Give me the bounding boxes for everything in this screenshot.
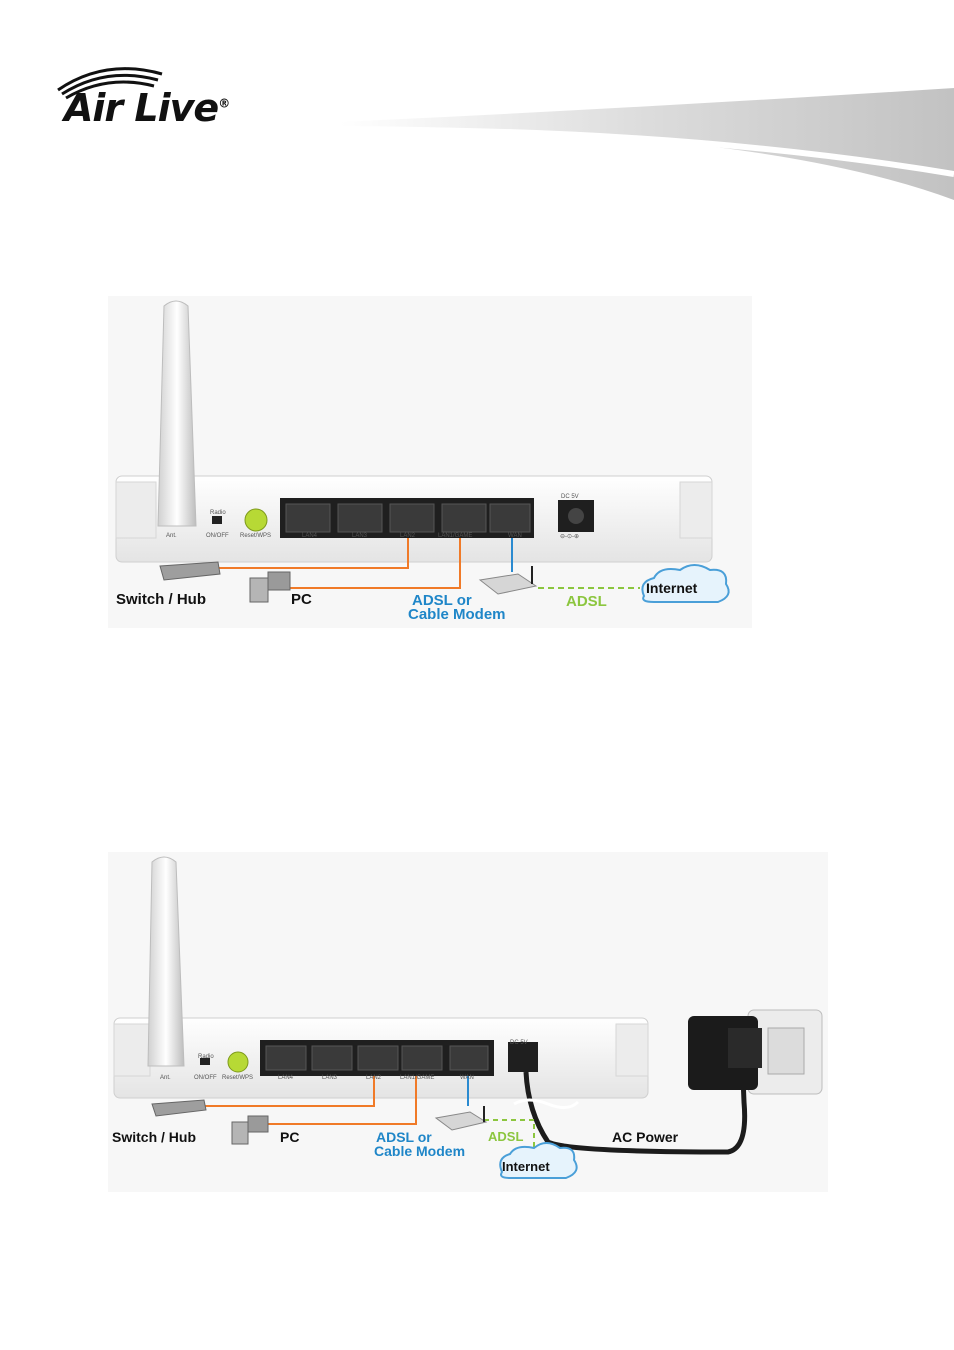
wan-label: WAN bbox=[508, 533, 522, 539]
brand-logo: Air Live® bbox=[64, 86, 230, 130]
pc-label-2: PC bbox=[280, 1129, 300, 1145]
antenna-port-label: Ant. bbox=[166, 533, 177, 539]
lan2-label-2: LAN2 bbox=[366, 1075, 382, 1081]
lan4-label-2: LAN4 bbox=[278, 1075, 294, 1081]
modem-label-2-line1: ADSL or bbox=[376, 1129, 432, 1145]
pc-label: PC bbox=[291, 591, 312, 608]
router-rear-panel-illustration bbox=[108, 296, 752, 628]
modem-label-2-line2: Cable Modem bbox=[374, 1143, 466, 1159]
reset-wps-label: Reset/WPS bbox=[240, 533, 272, 539]
brand-name: Air Live bbox=[64, 86, 219, 130]
dc-label: DC 5V bbox=[561, 494, 579, 500]
header-swoosh bbox=[340, 88, 954, 200]
switch-hub-label-2: Switch / Hub bbox=[112, 1129, 196, 1145]
switch-hub-label: Switch / Hub bbox=[116, 591, 206, 608]
ac-power-label: AC Power bbox=[612, 1129, 679, 1145]
wan-label-2: WAN bbox=[460, 1075, 474, 1081]
polarity-label: ⊖-⊙-⊕ bbox=[560, 534, 580, 540]
reset-wps-label-2: Reset/WPS bbox=[222, 1075, 254, 1081]
lan4-label: LAN4 bbox=[302, 533, 318, 539]
adsl-label: ADSL bbox=[566, 593, 607, 610]
antenna-port-label-2: Ant. bbox=[160, 1075, 171, 1081]
lan1-game-label-2: LAN1/GAME bbox=[400, 1075, 435, 1081]
dc-label-2: DC 5V bbox=[510, 1040, 528, 1046]
internet-label: Internet bbox=[646, 580, 698, 596]
internet-label-2: Internet bbox=[502, 1159, 550, 1174]
registered-mark: ® bbox=[218, 96, 230, 111]
lan2-label: LAN2 bbox=[400, 533, 416, 539]
lan1-game-label: LAN1/GAME bbox=[438, 533, 473, 539]
lan3-label: LAN3 bbox=[352, 533, 368, 539]
router-power-connection-illustration bbox=[108, 852, 828, 1192]
radio-label: Radio bbox=[210, 510, 226, 516]
on-off-label: ON/OFF bbox=[206, 533, 229, 539]
on-off-label-2: ON/OFF bbox=[194, 1075, 217, 1081]
lan3-label-2: LAN3 bbox=[322, 1075, 338, 1081]
modem-label-line1: ADSL or bbox=[412, 592, 472, 609]
wifi-arcs-icon bbox=[57, 67, 163, 100]
radio-label-2: Radio bbox=[198, 1054, 214, 1060]
modem-label-line2: Cable Modem bbox=[408, 606, 506, 623]
adsl-label-2: ADSL bbox=[488, 1129, 524, 1144]
